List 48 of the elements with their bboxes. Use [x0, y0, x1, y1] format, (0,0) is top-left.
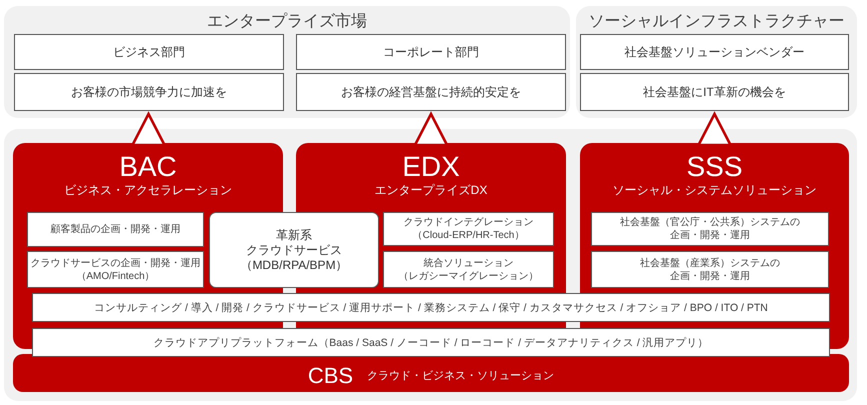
division-subtitle: クラウド・ビジネス・ソリューション: [367, 368, 554, 382]
service-band: [32, 293, 830, 322]
item-text: 社会基盤ソリューションベンダー: [624, 44, 804, 60]
service-band: [32, 328, 830, 357]
target-box: [14, 34, 284, 70]
service-box: [27, 212, 204, 247]
division-title: CBS: [308, 364, 354, 386]
group-panel: [4, 6, 570, 118]
panel-title: エンタープライズ市場: [207, 12, 367, 32]
item-text: クラウドインテグレーション（Cloud-ERP/HR-Tech）: [402, 216, 534, 242]
division-subtitle: ソーシャル・システムソリューション: [612, 183, 816, 197]
item-text: 社会基盤にIT革新の機会を: [643, 84, 786, 100]
service-box: [383, 251, 554, 288]
division-title: BAC: [119, 153, 177, 181]
service-box: [591, 212, 829, 246]
item-text: コンサルティング / 導入 / 開発 / クラウドサービス / 運用サポート / 業務システム / 保守 / カスタマサクセス / オフショア / BPO / ITO / PTN: [94, 300, 768, 314]
segment-bar: [13, 354, 849, 392]
service-box: [383, 212, 554, 246]
item-text: 顧客製品の企画・開発・運用: [50, 223, 180, 236]
target-box: [580, 73, 849, 111]
item-text: クラウドサービスの企画・開発・運用（AMO/Fintech）: [30, 256, 202, 282]
arrow: [131, 112, 166, 146]
item-text: 統合ソリューション（レガシーマイグレーション）: [398, 256, 540, 282]
target-box: [296, 34, 566, 70]
service-box: [27, 251, 204, 288]
item-text: コーポレート部門: [383, 44, 479, 60]
division-title: EDX: [402, 153, 460, 181]
panel-title: ソーシャルインフラストラクチャー: [588, 12, 844, 32]
service-box: [591, 251, 829, 288]
item-text: お客様の市場競争力に加速を: [71, 84, 227, 100]
item-text: お客様の経営基盤に持続的安定を: [341, 84, 521, 100]
arrow: [414, 112, 448, 146]
target-box: [14, 73, 284, 111]
target-box: [580, 34, 849, 70]
item-text: クラウドアプリプラットフォーム（Baas / SaaS / ノーコード / ローコード / データアナリティクス / 汎用アプリ）: [153, 336, 709, 350]
division-subtitle: ビジネス・アクセラレーション: [64, 183, 232, 197]
item-text: クラウドサービス（MDB/RPA/BPM）: [239, 242, 349, 272]
service-heading: 革新系: [276, 228, 312, 242]
division-subtitle: エンタープライズDX: [374, 183, 488, 197]
target-box: [296, 73, 566, 111]
service-box: [209, 212, 379, 288]
item-text: ビジネス部門: [113, 44, 185, 60]
arrow: [697, 112, 732, 146]
item-text: 社会基盤（官公庁・公共系）システムの企画・開発・運用: [619, 216, 801, 242]
item-text: 社会基盤（産業系）システムの企画・開発・運用: [639, 256, 781, 282]
background-panel: [4, 129, 857, 401]
division-title: SSS: [686, 153, 743, 181]
group-panel: [576, 6, 857, 118]
